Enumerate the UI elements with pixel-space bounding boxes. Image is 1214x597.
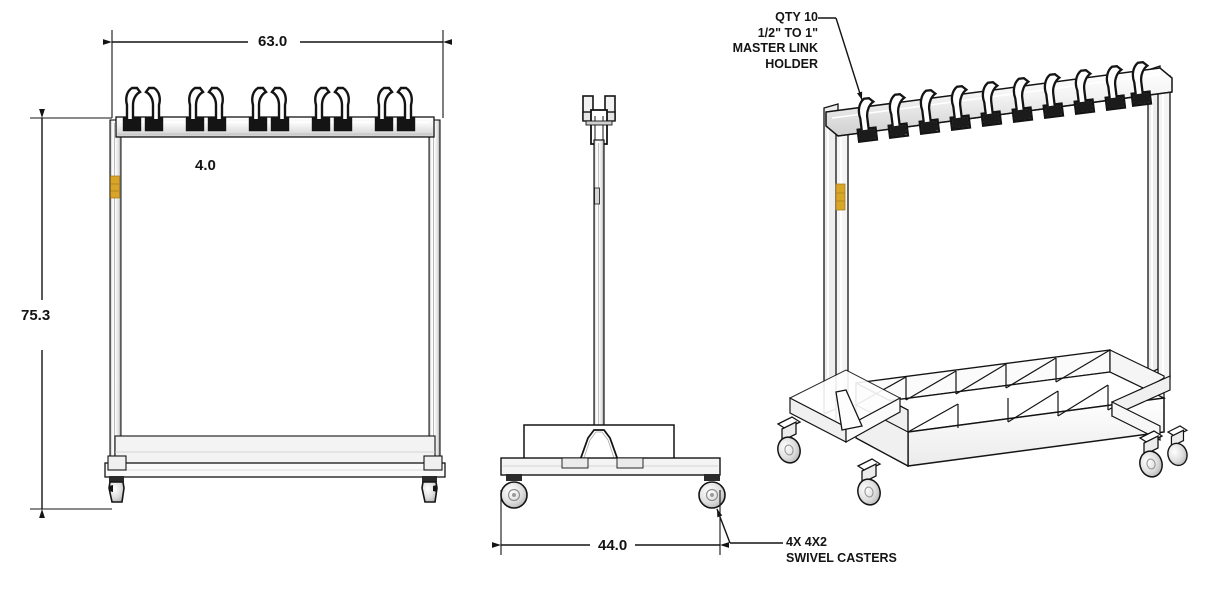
caster xyxy=(1166,425,1189,467)
annotation-line: QTY 10 xyxy=(775,10,818,24)
leader-master-link-holder xyxy=(818,17,863,101)
annotation-line: MASTER LINK xyxy=(732,41,818,55)
caster xyxy=(108,476,125,503)
front-base-block-left xyxy=(107,455,127,471)
view-isometric xyxy=(776,17,1189,506)
hook-pair xyxy=(185,86,227,132)
caster xyxy=(856,458,882,506)
hook xyxy=(1042,72,1065,119)
iso-casters xyxy=(776,416,1189,506)
dimension-depth-44 xyxy=(492,490,729,555)
annotation-master-link-holder: QTY 10 1/2" TO 1" MASTER LINK HOLDER xyxy=(648,10,818,72)
front-inner-panel xyxy=(120,132,430,437)
iso-base-frame xyxy=(788,369,1171,444)
leader-swivel-casters xyxy=(716,508,783,544)
caster xyxy=(1138,430,1164,478)
hook xyxy=(1104,64,1127,111)
hook xyxy=(856,96,879,143)
front-frame xyxy=(104,116,446,478)
hook-pair xyxy=(248,86,290,132)
caster xyxy=(500,474,528,509)
iso-gusset xyxy=(835,389,863,431)
annotation-line: 4X 4X2 xyxy=(786,535,828,549)
side-hook-top xyxy=(582,95,616,145)
annotation-line: HOLDER xyxy=(765,56,818,71)
caster xyxy=(698,474,726,509)
hook xyxy=(918,88,941,135)
view-side-elevation xyxy=(492,95,783,555)
iso-posts xyxy=(823,65,1171,428)
hook xyxy=(887,92,910,139)
annotation-line: 1/2" TO 1" xyxy=(757,25,818,40)
annotation-line: SWIVEL CASTERS xyxy=(786,550,897,565)
front-post-right xyxy=(428,119,441,469)
hook xyxy=(949,84,972,131)
hook-pair xyxy=(122,86,164,132)
dimension-width-63 xyxy=(103,30,452,118)
annotation-swivel-casters: 4X 4X2 SWIVEL CASTERS xyxy=(786,535,986,566)
spec-label-sticker xyxy=(110,175,120,199)
side-casters xyxy=(500,474,726,509)
hook-pair xyxy=(374,86,416,132)
view-front-elevation xyxy=(30,30,452,518)
hook xyxy=(1130,60,1153,107)
caster xyxy=(421,476,438,503)
hook xyxy=(1011,76,1034,123)
dimension-label-width: 63.0 xyxy=(255,33,291,50)
hook xyxy=(980,80,1003,127)
iso-hook-array xyxy=(856,60,1153,143)
front-tray-band xyxy=(114,435,436,465)
side-mast xyxy=(593,139,605,431)
front-casters xyxy=(108,476,438,503)
side-mast-label xyxy=(594,187,600,205)
front-post-left xyxy=(109,119,122,469)
side-base-plate xyxy=(500,457,721,476)
hook-pair xyxy=(311,86,353,132)
front-base-block-right xyxy=(423,455,443,471)
front-hook-array xyxy=(122,86,416,132)
hook xyxy=(1073,68,1096,115)
caster xyxy=(776,416,802,464)
dimension-height-75-3 xyxy=(30,109,112,518)
dimension-label-depth: 44.0 xyxy=(595,537,631,554)
dimension-label-height: 75.3 xyxy=(18,307,54,324)
iso-spec-label-sticker xyxy=(835,183,846,211)
iso-base-right-foot xyxy=(1111,401,1161,441)
dimension-label-hook-spacing: 4.0 xyxy=(192,157,219,174)
